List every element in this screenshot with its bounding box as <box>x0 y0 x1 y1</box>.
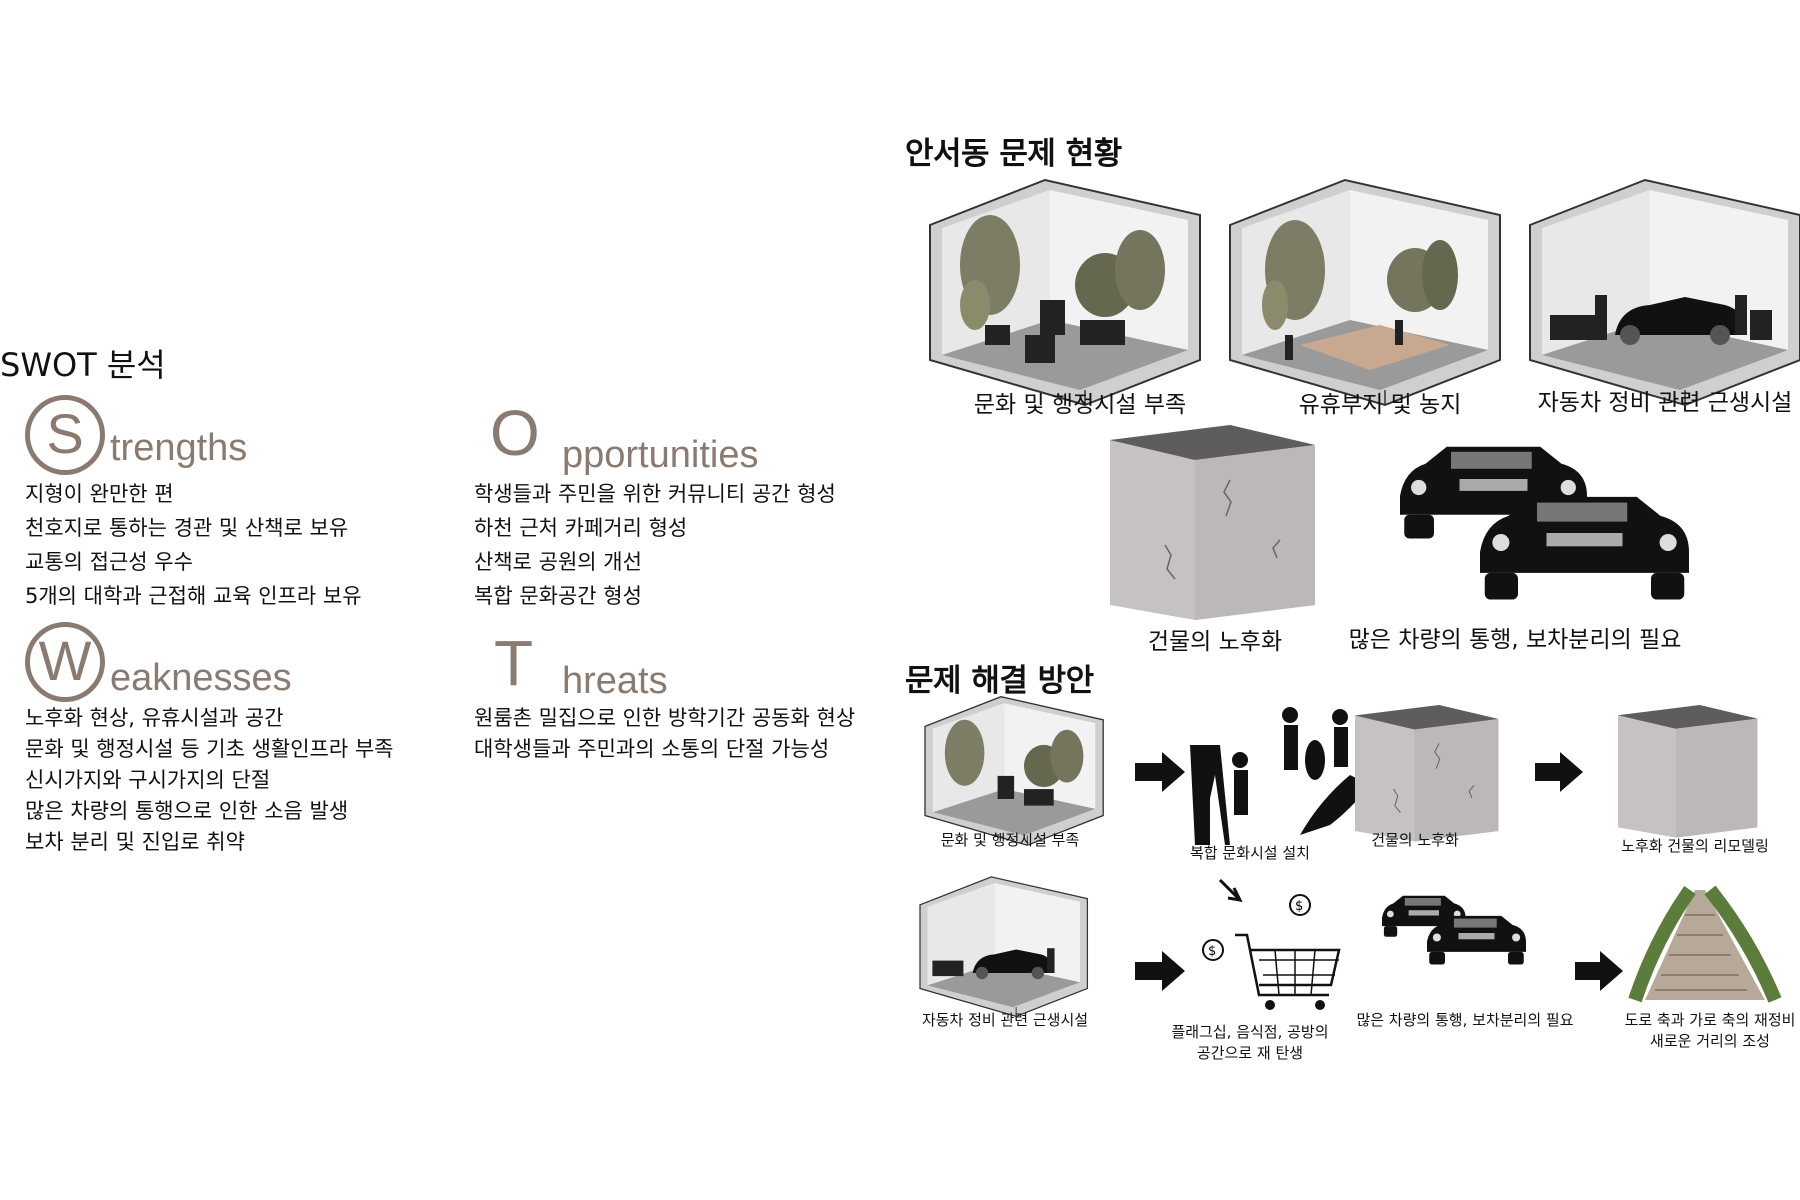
weaknesses-letter: W <box>25 622 105 702</box>
list-item: 5개의 대학과 근접해 교육 인프라 보유 <box>25 584 362 608</box>
list-item: 노후화 현상, 유휴시설과 공간 <box>25 706 284 730</box>
room-park-icon <box>929 179 1201 406</box>
caption-culture-shortage: 문화 및 행정시설 부족 <box>973 392 1187 418</box>
cracked-cube-icon <box>1109 424 1316 621</box>
svg-text:$: $ <box>1295 899 1303 914</box>
cracked-cube-icon <box>1354 704 1500 843</box>
caption-auto-repair: 자동차 정비 관련 근생시설 <box>921 1011 1089 1029</box>
list-item: 복합 문화공간 형성 <box>474 584 642 608</box>
room-garage-icon <box>919 876 1089 1018</box>
room-park-icon <box>924 696 1104 846</box>
threats-word: hreats <box>562 660 668 702</box>
caption-street-reorg: 도로 축과 가로 축의 재정비 새로운 거리의 조성 <box>1620 1010 1800 1052</box>
list-item: 많은 차량의 통행으로 인한 소음 발생 <box>25 799 349 823</box>
problems-illustrations <box>929 179 1800 621</box>
room-garage-icon <box>1529 179 1800 406</box>
list-item: 보차 분리 및 진입로 취약 <box>25 830 245 854</box>
caption-complex-culture: 복합 문화시설 설치 <box>1190 844 1310 862</box>
caption-rebirth-line1: 플래그십, 음식점, 공방의 <box>1171 1023 1329 1041</box>
list-item: 대학생들과 주민과의 소통의 단절 가능성 <box>474 737 830 761</box>
caption-culture-shortage: 문화 및 행정시설 부족 <box>940 831 1080 849</box>
weaknesses-list: 노후화 현상, 유휴시설과 공간 문화 및 행정시설 등 기초 생활인프라 부족… <box>25 703 394 858</box>
solutions-illustrations: $ $ <box>919 696 1782 1018</box>
list-item: 천호지로 통하는 경관 및 산책로 보유 <box>25 516 349 540</box>
solutions-title: 문제 해결 방안 <box>905 663 1094 699</box>
arrow-right-icon <box>1575 951 1623 991</box>
caption-traffic: 많은 차량의 통행, 보차분리의 필요 <box>1348 627 1682 653</box>
caption-vacant-lot: 유휴부지 및 농지 <box>1298 392 1462 418</box>
cars-icon <box>1400 446 1689 600</box>
caption-rebirth: 플래그십, 음식점, 공방의 공간으로 재 탄생 <box>1160 1022 1340 1064</box>
caption-aging-buildings: 건물의 노후화 <box>1147 629 1283 655</box>
problems-title: 안서동 문제 현황 <box>905 136 1122 172</box>
opportunities-word: pportunities <box>562 434 759 476</box>
list-item: 교통의 접근성 우수 <box>25 550 193 574</box>
svg-text:$: $ <box>1208 944 1216 959</box>
threats-list: 원룸촌 밀집으로 인한 방학기간 공동화 현상 대학생들과 주민과의 소통의 단… <box>474 703 855 765</box>
music-art-icon <box>1190 707 1373 845</box>
plain-cube-icon <box>1618 705 1758 838</box>
strengths-list: 지형이 완만한 편 천호지로 통하는 경관 및 산책로 보유 교통의 접근성 우… <box>25 477 362 613</box>
list-item: 지형이 완만한 편 <box>25 482 174 506</box>
list-item: 신시가지와 구시가지의 단절 <box>25 768 271 792</box>
arrow-right-icon <box>1135 752 1185 792</box>
caption-traffic: 많은 차량의 통행, 보차분리의 필요 <box>1356 1011 1574 1029</box>
arrow-right-icon <box>1535 752 1583 792</box>
caption-street-line2: 새로운 거리의 조성 <box>1650 1032 1770 1050</box>
list-item: 학생들과 주민을 위한 커뮤니티 공간 형성 <box>474 482 836 506</box>
caption-aging-buildings: 건물의 노후화 <box>1371 831 1459 849</box>
room-vacant-lot-icon <box>1229 179 1501 406</box>
list-item: 원룸촌 밀집으로 인한 방학기간 공동화 현상 <box>474 706 856 730</box>
threats-letter: T <box>494 627 534 699</box>
swot-title: SWOT 분석 <box>0 346 166 384</box>
list-item: 하천 근처 카페거리 형성 <box>474 516 688 540</box>
opportunities-list: 학생들과 주민을 위한 커뮤니티 공간 형성 하천 근처 카페거리 형성 산책로… <box>474 477 836 613</box>
cars-icon <box>1382 895 1526 965</box>
strengths-word: trengths <box>110 427 248 469</box>
stairs-path-icon <box>1628 885 1782 1003</box>
opportunities-letter: O <box>490 397 540 469</box>
weaknesses-word: eaknesses <box>110 657 292 699</box>
caption-auto-repair: 자동차 정비 관련 근생시설 <box>1537 390 1793 416</box>
list-item: 산책로 공원의 개선 <box>474 550 642 574</box>
caption-rebirth-line2: 공간으로 재 탄생 <box>1196 1044 1304 1062</box>
caption-street-line1: 도로 축과 가로 축의 재정비 <box>1624 1011 1796 1029</box>
caption-remodeling: 노후화 건물의 리모델링 <box>1621 837 1769 855</box>
strengths-letter: S <box>25 395 105 475</box>
arrow-right-icon <box>1135 951 1185 991</box>
list-item: 문화 및 행정시설 등 기초 생활인프라 부족 <box>25 737 394 761</box>
cart-icon: $ $ <box>1202 878 1341 1010</box>
